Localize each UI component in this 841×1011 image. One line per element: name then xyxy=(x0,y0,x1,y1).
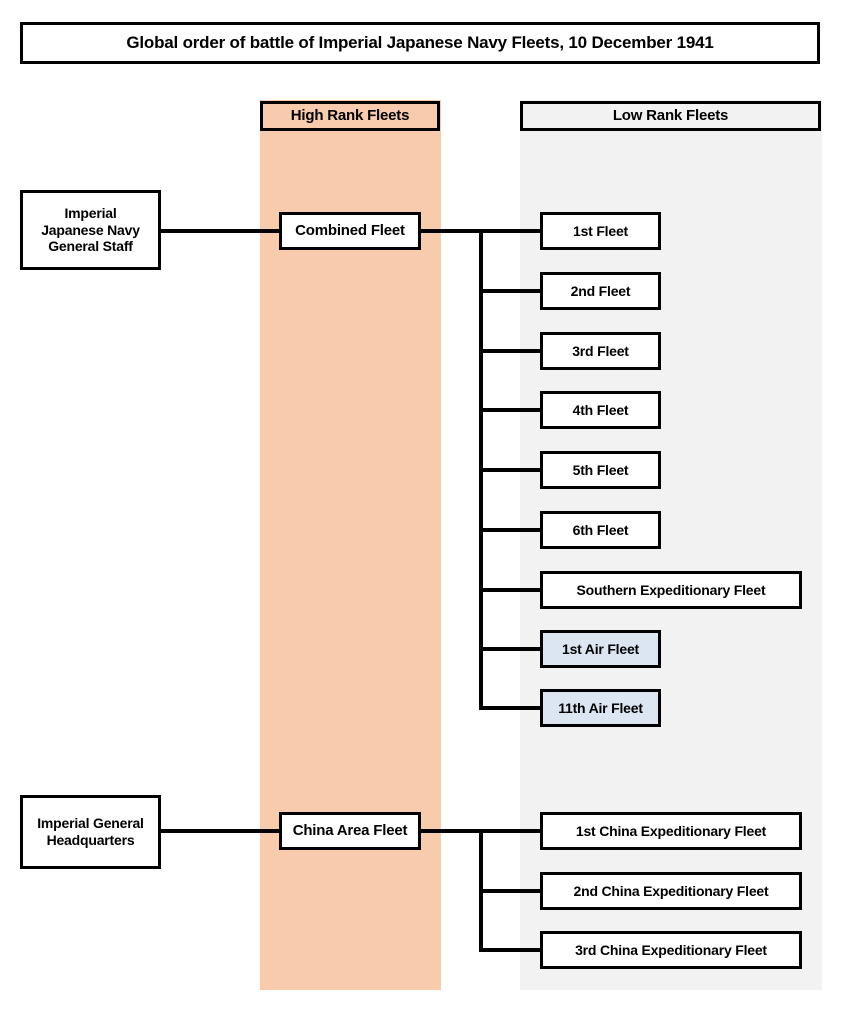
node-3rd-china-expeditionary-fleet[interactable]: 3rd China Expeditionary Fleet xyxy=(540,931,802,969)
node-label-line: Imperial General xyxy=(37,815,144,832)
node-label-line: Imperial xyxy=(64,205,117,222)
node-label-line: Headquarters xyxy=(46,832,135,848)
column-header-high-rank: High Rank Fleets xyxy=(260,101,440,131)
node-label-line: General Staff xyxy=(48,238,133,255)
node-label-line: Japanese Navy xyxy=(41,221,140,238)
page-title: Global order of battle of Imperial Japan… xyxy=(20,22,820,64)
node-1st-china-expeditionary-fleet[interactable]: 1st China Expeditionary Fleet xyxy=(540,812,802,850)
node-2nd-fleet[interactable]: 2nd Fleet xyxy=(540,272,661,310)
node-5th-fleet[interactable]: 5th Fleet xyxy=(540,451,661,489)
node-imperial-japanese-navy-general-staff[interactable]: Imperial Japanese Navy General Staff xyxy=(20,190,161,270)
node-china-area-fleet[interactable]: China Area Fleet xyxy=(279,812,421,850)
node-southern-expeditionary-fleet[interactable]: Southern Expeditionary Fleet xyxy=(540,571,802,609)
node-combined-fleet[interactable]: Combined Fleet xyxy=(279,212,421,250)
node-1st-air-fleet[interactable]: 1st Air Fleet xyxy=(540,630,661,668)
node-3rd-fleet[interactable]: 3rd Fleet xyxy=(540,332,661,370)
column-header-low-rank: Low Rank Fleets xyxy=(520,101,821,131)
node-imperial-general-headquarters[interactable]: Imperial General Headquarters xyxy=(20,795,161,869)
node-11th-air-fleet[interactable]: 11th Air Fleet xyxy=(540,689,661,727)
node-6th-fleet[interactable]: 6th Fleet xyxy=(540,511,661,549)
node-1st-fleet[interactable]: 1st Fleet xyxy=(540,212,661,250)
node-2nd-china-expeditionary-fleet[interactable]: 2nd China Expeditionary Fleet xyxy=(540,872,802,910)
node-4th-fleet[interactable]: 4th Fleet xyxy=(540,391,661,429)
